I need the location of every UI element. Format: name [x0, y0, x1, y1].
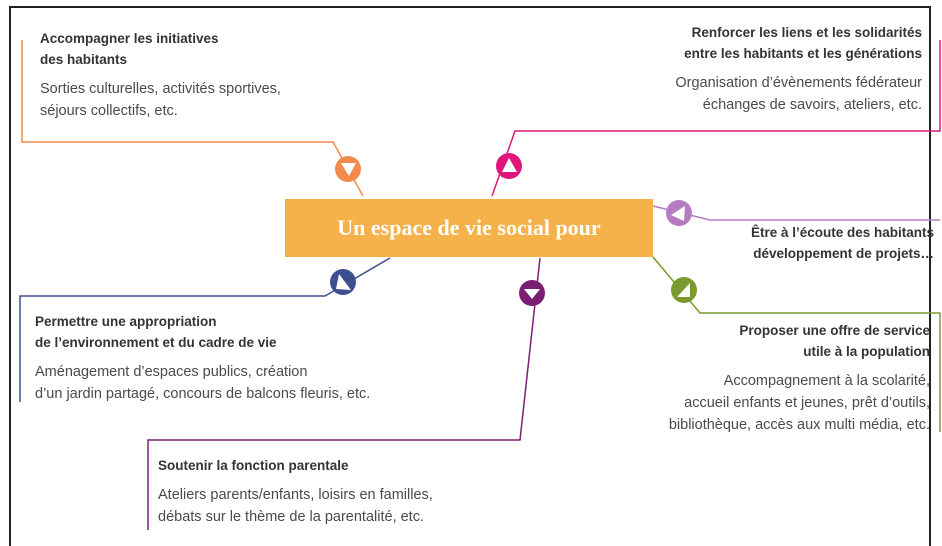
node-middle-right — [666, 200, 692, 226]
arrow-icon — [677, 283, 690, 297]
block-title: Proposer une offre de service utile à la… — [739, 323, 930, 359]
connector-middle-right — [652, 205, 940, 221]
block-body: Accompagnement à la scolarité, accueil e… — [668, 373, 930, 433]
arrow-icon — [341, 163, 356, 176]
block-body: Sorties culturelles, activités sportives… — [40, 81, 281, 119]
node-bottom-left — [330, 269, 356, 295]
block-bottom-right: Proposer une offre de service utile à la… — [669, 320, 930, 436]
block-top-left: Accompagner les initiatives des habitant… — [40, 28, 281, 122]
arrow-icon — [336, 274, 351, 290]
block-title: Renforcer les liens et les solidarités e… — [684, 25, 922, 61]
block-body: Ateliers parents/enfants, loisirs en fam… — [158, 487, 433, 525]
block-bottom-left: Permettre une appropriation de l’environ… — [35, 311, 370, 405]
diagram-frame — [9, 6, 931, 546]
block-title: Permettre une appropriation de l’environ… — [35, 314, 277, 350]
central-title: Un espace de vie social pour — [285, 199, 653, 257]
central-title-text: Un espace de vie social pour — [337, 215, 601, 240]
block-body: Organisation d’évènements fédérateur éch… — [675, 75, 922, 113]
connector-bottom-center — [147, 257, 541, 530]
block-body: Aménagement d’espaces publics, création … — [35, 364, 371, 402]
node-bottom-center — [519, 280, 545, 306]
block-top-right: Renforcer les liens et les solidarités e… — [675, 22, 922, 116]
block-title: Soutenir la fonction parentale — [158, 458, 349, 473]
node-bottom-right — [671, 277, 697, 303]
block-title: Accompagner les initiatives des habitant… — [40, 31, 219, 67]
block-title: Être à l’écoute des habitants développem… — [750, 225, 934, 261]
node-top-right — [496, 153, 522, 179]
block-middle-right: Être à l’écoute des habitants développem… — [751, 222, 934, 264]
arrow-icon — [524, 289, 540, 299]
node-top-left — [335, 156, 361, 182]
block-bottom-center: Soutenir la fonction parentale Ateliers … — [158, 455, 433, 528]
arrow-icon — [671, 206, 685, 221]
arrow-icon — [502, 158, 517, 172]
connector-bottom-left — [19, 257, 391, 402]
